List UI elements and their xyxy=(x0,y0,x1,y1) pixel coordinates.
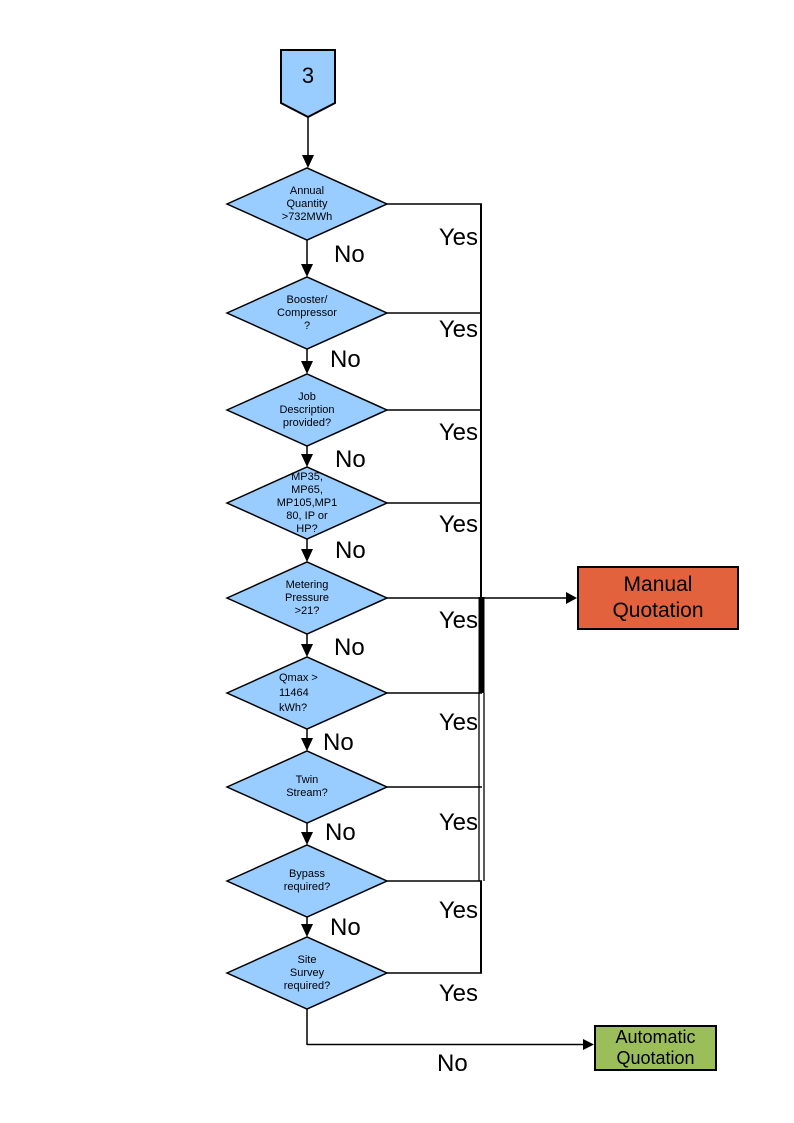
decision-label-twin-stream: Twin Stream? xyxy=(286,774,328,799)
arrowhead-no-1 xyxy=(301,264,313,277)
decision-label-booster-compressor: Booster/ Compressor ? xyxy=(277,293,337,332)
yes-label-8: Yes xyxy=(438,897,478,924)
arrowhead-no-4 xyxy=(301,549,313,562)
decision-label-job-description: Job Description provided? xyxy=(279,390,335,429)
arrowhead-no-6 xyxy=(301,738,313,751)
automatic-quotation-box: Automatic Quotation xyxy=(594,1025,717,1071)
decision-label-meter-pressure-tier: MP35, MP65, MP105,MP1 80, IP or HP? xyxy=(276,470,338,535)
yes-label-4: Yes xyxy=(438,511,478,538)
arrowhead-annual xyxy=(302,155,314,168)
offpage-connector-shape xyxy=(280,49,336,119)
no-label-site-survey: No xyxy=(437,1050,468,1077)
yes-label-3: Yes xyxy=(438,419,478,446)
yes-label-7: Yes xyxy=(438,809,478,836)
no-label-4: No xyxy=(335,537,366,564)
decision-label-qmax: Qmax > 11464 kWh? xyxy=(279,671,318,714)
decision-label-bypass: Bypass required? xyxy=(283,868,331,893)
no-label-6: No xyxy=(323,729,354,756)
decision-label-site-survey: Site Survey required? xyxy=(283,953,331,992)
decision-label-annual-quantity: Annual Quantity >732MWh xyxy=(281,184,333,223)
yes-label-6: Yes xyxy=(438,709,478,736)
arrowhead-no-3 xyxy=(301,454,313,467)
arrowhead-no-7 xyxy=(301,832,313,845)
no-label-3: No xyxy=(335,446,366,473)
yes-label-9: Yes xyxy=(438,980,478,1007)
no-label-1: No xyxy=(334,241,365,268)
arrowhead-no-5 xyxy=(301,644,313,657)
yes-collector-line-thick xyxy=(478,597,485,693)
yes-label-1: Yes xyxy=(438,224,478,251)
no-label-2: No xyxy=(330,346,361,373)
no-label-8: No xyxy=(330,914,361,941)
arrowhead-no-2 xyxy=(301,361,313,374)
yes-label-5: Yes xyxy=(438,607,478,634)
decision-label-metering-pressure: Metering Pressure >21? xyxy=(284,578,330,617)
manual-quotation-box: Manual Quotation xyxy=(577,566,739,630)
no-label-7: No xyxy=(325,819,356,846)
yes-label-2: Yes xyxy=(438,316,478,343)
no-label-5: No xyxy=(334,634,365,661)
offpage-connector-label: 3 xyxy=(301,63,315,88)
arrowhead-automatic xyxy=(583,1039,594,1050)
arrowhead-manual xyxy=(566,592,577,604)
arrowhead-no-8 xyxy=(301,924,313,937)
